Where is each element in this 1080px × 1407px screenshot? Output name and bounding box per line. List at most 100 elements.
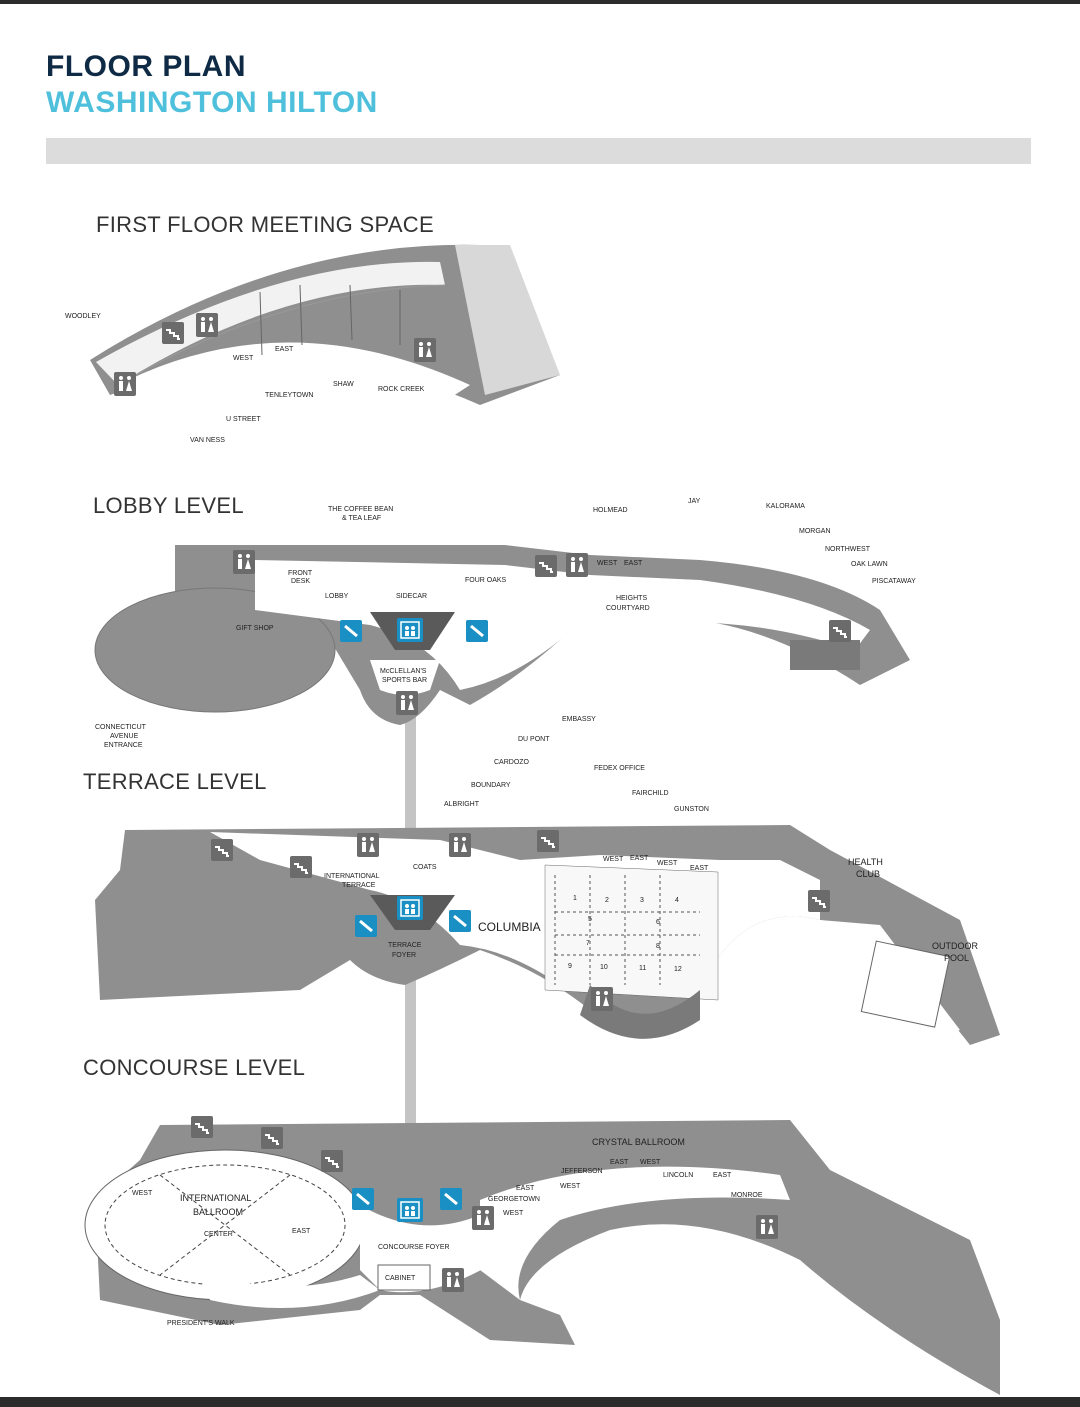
room-outdoor-pool-line1: OUTDOOR bbox=[932, 941, 978, 951]
room-intl-terrace-line1: INTERNATIONAL bbox=[324, 873, 380, 880]
columbia-section-3: 3 bbox=[640, 897, 644, 904]
room-du-pont: DU PONT bbox=[518, 736, 550, 743]
room-front-desk-line1: FRONT bbox=[288, 570, 313, 577]
room-jefferson: JEFFERSON bbox=[561, 1168, 603, 1175]
room-coffee-bean-line1: THE COFFEE BEAN bbox=[328, 506, 393, 513]
level-title-terrace: TERRACE LEVEL bbox=[83, 769, 267, 794]
room-west-2: WEST bbox=[597, 560, 618, 567]
columbia-section-11: 11 bbox=[639, 965, 646, 972]
page-subtitle: WASHINGTON HILTON bbox=[46, 86, 378, 119]
columbia-section-1: 1 bbox=[573, 895, 577, 902]
room-gunston: GUNSTON bbox=[674, 806, 709, 813]
columbia-section-4: 4 bbox=[675, 897, 679, 904]
room-woodley: WOODLEY bbox=[65, 313, 101, 320]
columbia-section-12: 12 bbox=[674, 966, 682, 973]
bottom-border bbox=[0, 1397, 1080, 1407]
room-crystal-ballroom: CRYSTAL BALLROOM bbox=[592, 1137, 685, 1147]
room-lincoln: LINCOLN bbox=[663, 1172, 693, 1179]
room-jay: JAY bbox=[688, 498, 701, 505]
floor-plan-map: WOODLEY WEST EAST TENLEYTOWN SHAW ROCK C… bbox=[65, 244, 1000, 1395]
room-kalorama: KALORAMA bbox=[766, 503, 805, 510]
page-title: FLOOR PLAN bbox=[46, 50, 246, 83]
room-intl-terrace-line2: TERRACE bbox=[342, 882, 376, 889]
room-oak-lawn: OAK LAWN bbox=[851, 561, 888, 568]
room-west-1: WEST bbox=[233, 355, 254, 362]
room-jefferson-east: EAST bbox=[610, 1159, 629, 1166]
room-concourse-foyer: CONCOURSE FOYER bbox=[378, 1244, 450, 1251]
header-divider-bar bbox=[46, 138, 1031, 164]
terrace-level-plan bbox=[95, 825, 1000, 1045]
room-morgan: MORGAN bbox=[799, 528, 831, 535]
room-fedex-office: FEDEX OFFICE bbox=[594, 765, 645, 772]
top-border bbox=[0, 0, 1080, 4]
room-coffee-bean-line2: & TEA LEAF bbox=[342, 515, 381, 522]
room-georgetown-east: EAST bbox=[516, 1185, 535, 1192]
room-piscataway: PISCATAWAY bbox=[872, 578, 916, 585]
room-cardozo: CARDOZO bbox=[494, 759, 530, 766]
room-tenleytown: TENLEYTOWN bbox=[265, 392, 314, 399]
room-monroe: MONROE bbox=[731, 1192, 763, 1199]
columbia-section-2: 2 bbox=[605, 897, 609, 904]
room-jefferson-west: WEST bbox=[560, 1183, 581, 1190]
level-title-first-floor: FIRST FLOOR MEETING SPACE bbox=[96, 212, 434, 237]
entrance-connecticut-line2: AVENUE bbox=[110, 733, 139, 740]
room-fairchild: FAIRCHILD bbox=[632, 790, 669, 797]
entrance-connecticut-line1: CONNECTICUT bbox=[95, 724, 147, 731]
columbia-section-6: 6 bbox=[656, 919, 660, 926]
room-albright: ALBRIGHT bbox=[444, 801, 480, 808]
columbia-section-7: 7 bbox=[586, 940, 590, 947]
room-east-4: EAST bbox=[690, 865, 709, 872]
room-four-oaks: FOUR OAKS bbox=[465, 577, 507, 584]
room-georgetown-west: WEST bbox=[503, 1210, 524, 1217]
room-east-1: EAST bbox=[275, 346, 294, 353]
room-front-desk-line2: DESK bbox=[291, 578, 310, 585]
room-east-2: EAST bbox=[624, 560, 643, 567]
room-ballroom-west: WEST bbox=[132, 1190, 153, 1197]
columbia-section-8: 8 bbox=[656, 943, 660, 950]
room-cabinet: CABINET bbox=[385, 1275, 416, 1282]
room-west-4: WEST bbox=[657, 860, 678, 867]
columbia-section-9: 9 bbox=[568, 963, 572, 970]
room-sidecar: SIDECAR bbox=[396, 593, 427, 600]
lobby-level-plan bbox=[94, 545, 910, 725]
concourse-level-plan bbox=[84, 1115, 1000, 1395]
room-van-ness: VAN NESS bbox=[190, 437, 225, 444]
room-holmead: HOLMEAD bbox=[593, 507, 628, 514]
room-lincoln-west: WEST bbox=[640, 1159, 661, 1166]
room-ballroom-east: EAST bbox=[292, 1228, 311, 1235]
room-georgetown: GEORGETOWN bbox=[488, 1196, 540, 1203]
room-mcclellans-line1: McCLELLAN'S bbox=[380, 668, 427, 675]
room-mcclellans-line2: SPORTS BAR bbox=[382, 677, 427, 684]
room-gift-shop: GIFT SHOP bbox=[236, 625, 274, 632]
room-terrace-foyer-line2: FOYER bbox=[392, 952, 416, 959]
room-u-street: U STREET bbox=[226, 416, 261, 423]
columbia-section-5: 5 bbox=[588, 916, 592, 923]
room-heights-line2: COURTYARD bbox=[606, 605, 650, 612]
room-rock-creek: ROCK CREEK bbox=[378, 386, 425, 393]
room-intl-ballroom-line1: INTERNATIONAL bbox=[180, 1193, 251, 1203]
room-embassy: EMBASSY bbox=[562, 716, 596, 723]
room-coats: COATS bbox=[413, 864, 437, 871]
room-health-club-line1: HEALTH bbox=[848, 857, 883, 867]
room-heights-line1: HEIGHTS bbox=[616, 595, 647, 602]
room-boundary: BOUNDARY bbox=[471, 782, 511, 789]
columbia-section-10: 10 bbox=[600, 964, 608, 971]
room-lobby: LOBBY bbox=[325, 593, 349, 600]
room-intl-ballroom-line2: BALLROOM bbox=[193, 1207, 243, 1217]
room-terrace-foyer-line1: TERRACE bbox=[388, 942, 422, 949]
room-lincoln-east: EAST bbox=[713, 1172, 732, 1179]
room-health-club-line2: CLUB bbox=[856, 869, 880, 879]
room-outdoor-pool-line2: POOL bbox=[944, 953, 969, 963]
first-floor-plan bbox=[90, 244, 560, 405]
level-title-lobby: LOBBY LEVEL bbox=[93, 493, 244, 518]
room-presidents-walk: PRESIDENT'S WALK bbox=[167, 1320, 235, 1327]
room-northwest: NORTHWEST bbox=[825, 546, 871, 553]
room-east-3: EAST bbox=[630, 855, 649, 862]
room-columbia: COLUMBIA bbox=[478, 920, 541, 934]
entrance-connecticut-line3: ENTRANCE bbox=[104, 742, 143, 749]
room-ballroom-center: CENTER bbox=[204, 1231, 233, 1238]
room-shaw: SHAW bbox=[333, 381, 354, 388]
level-title-concourse: CONCOURSE LEVEL bbox=[83, 1055, 306, 1080]
columbia-sections: 1 2 3 4 5 6 7 8 9 10 11 12 bbox=[568, 895, 682, 973]
room-west-3: WEST bbox=[603, 856, 624, 863]
